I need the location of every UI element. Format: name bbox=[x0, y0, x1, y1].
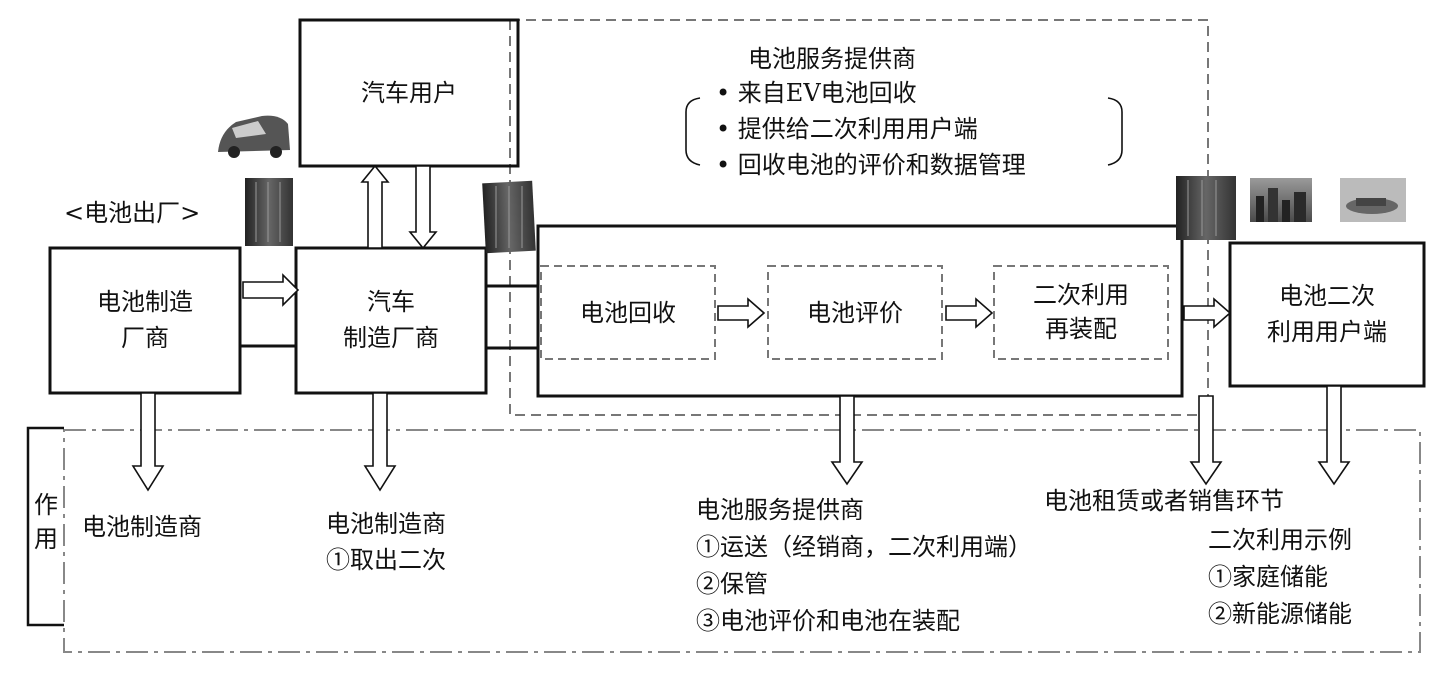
service-item: 提供给二次利用用户端 bbox=[716, 112, 978, 146]
arrow-down-service bbox=[830, 395, 864, 486]
role-lease: 电池租赁或者销售环节 bbox=[1044, 487, 1284, 515]
factory-label: <电池出厂> bbox=[64, 199, 201, 227]
role-frame bbox=[63, 429, 1421, 653]
role-bracket bbox=[26, 426, 64, 627]
recycle-box bbox=[540, 265, 716, 360]
recycle-label: 电池回收 bbox=[580, 299, 676, 327]
energy-storage-photo-icon bbox=[1340, 178, 1406, 222]
arrow-evaluate-to-reassemble bbox=[945, 297, 994, 329]
battery-pack-icon bbox=[482, 180, 536, 254]
car-maker-label: 汽车 制造厂商 bbox=[343, 288, 439, 352]
role-service-provider: 电池服务提供商 ①运送（经销商，二次利用端） ②保管 ③电池评价和电池在装配 bbox=[696, 496, 1032, 635]
arrow-down-to-carmaker bbox=[408, 165, 438, 250]
right-bracket bbox=[1107, 97, 1123, 166]
role-second-use-example: 二次利用示例 ①家庭储能 ②新能源储能 bbox=[1208, 526, 1352, 628]
service-process-box bbox=[536, 224, 1184, 398]
arrow-to-second-use bbox=[1183, 297, 1232, 329]
car-icon bbox=[218, 115, 290, 158]
arrow-down-lease bbox=[1189, 395, 1223, 486]
service-item: 来自EV电池回收 bbox=[716, 76, 917, 110]
arrow-down-battery-maker bbox=[131, 392, 165, 492]
arrow-up-to-user bbox=[360, 164, 390, 249]
building-photo-icon bbox=[1250, 178, 1312, 222]
evaluate-box bbox=[767, 265, 943, 360]
left-bracket bbox=[685, 97, 701, 166]
evaluate-label: 电池评价 bbox=[807, 299, 903, 327]
car-user-box bbox=[298, 18, 520, 168]
reassemble-label: 二次利用 再装配 bbox=[1033, 281, 1129, 343]
role-battery-maker: 电池制造商 bbox=[82, 513, 202, 541]
arrow-down-car-maker bbox=[363, 392, 397, 492]
arrow-maker-to-car bbox=[242, 273, 300, 307]
service-item: 回收电池的评价和数据管理 bbox=[716, 148, 1026, 182]
battery-pack-icon bbox=[245, 178, 293, 246]
car-maker-box bbox=[294, 246, 488, 395]
arrow-down-second-use bbox=[1317, 385, 1351, 486]
car-user-label: 汽车用户 bbox=[361, 79, 457, 107]
role-car-maker: 电池制造商 ①取出二次 bbox=[326, 510, 446, 574]
role-label: 作 用 bbox=[34, 491, 58, 553]
arrow-recycle-to-evaluate bbox=[717, 297, 766, 329]
reassemble-box bbox=[993, 265, 1169, 360]
battery-pack-icon bbox=[1176, 176, 1236, 240]
battery-maker-label: 电池制造 厂商 bbox=[97, 288, 193, 352]
service-provider-title: 电池服务提供商 bbox=[748, 45, 916, 73]
second-use-user-label: 电池二次 利用用户端 bbox=[1267, 282, 1387, 346]
